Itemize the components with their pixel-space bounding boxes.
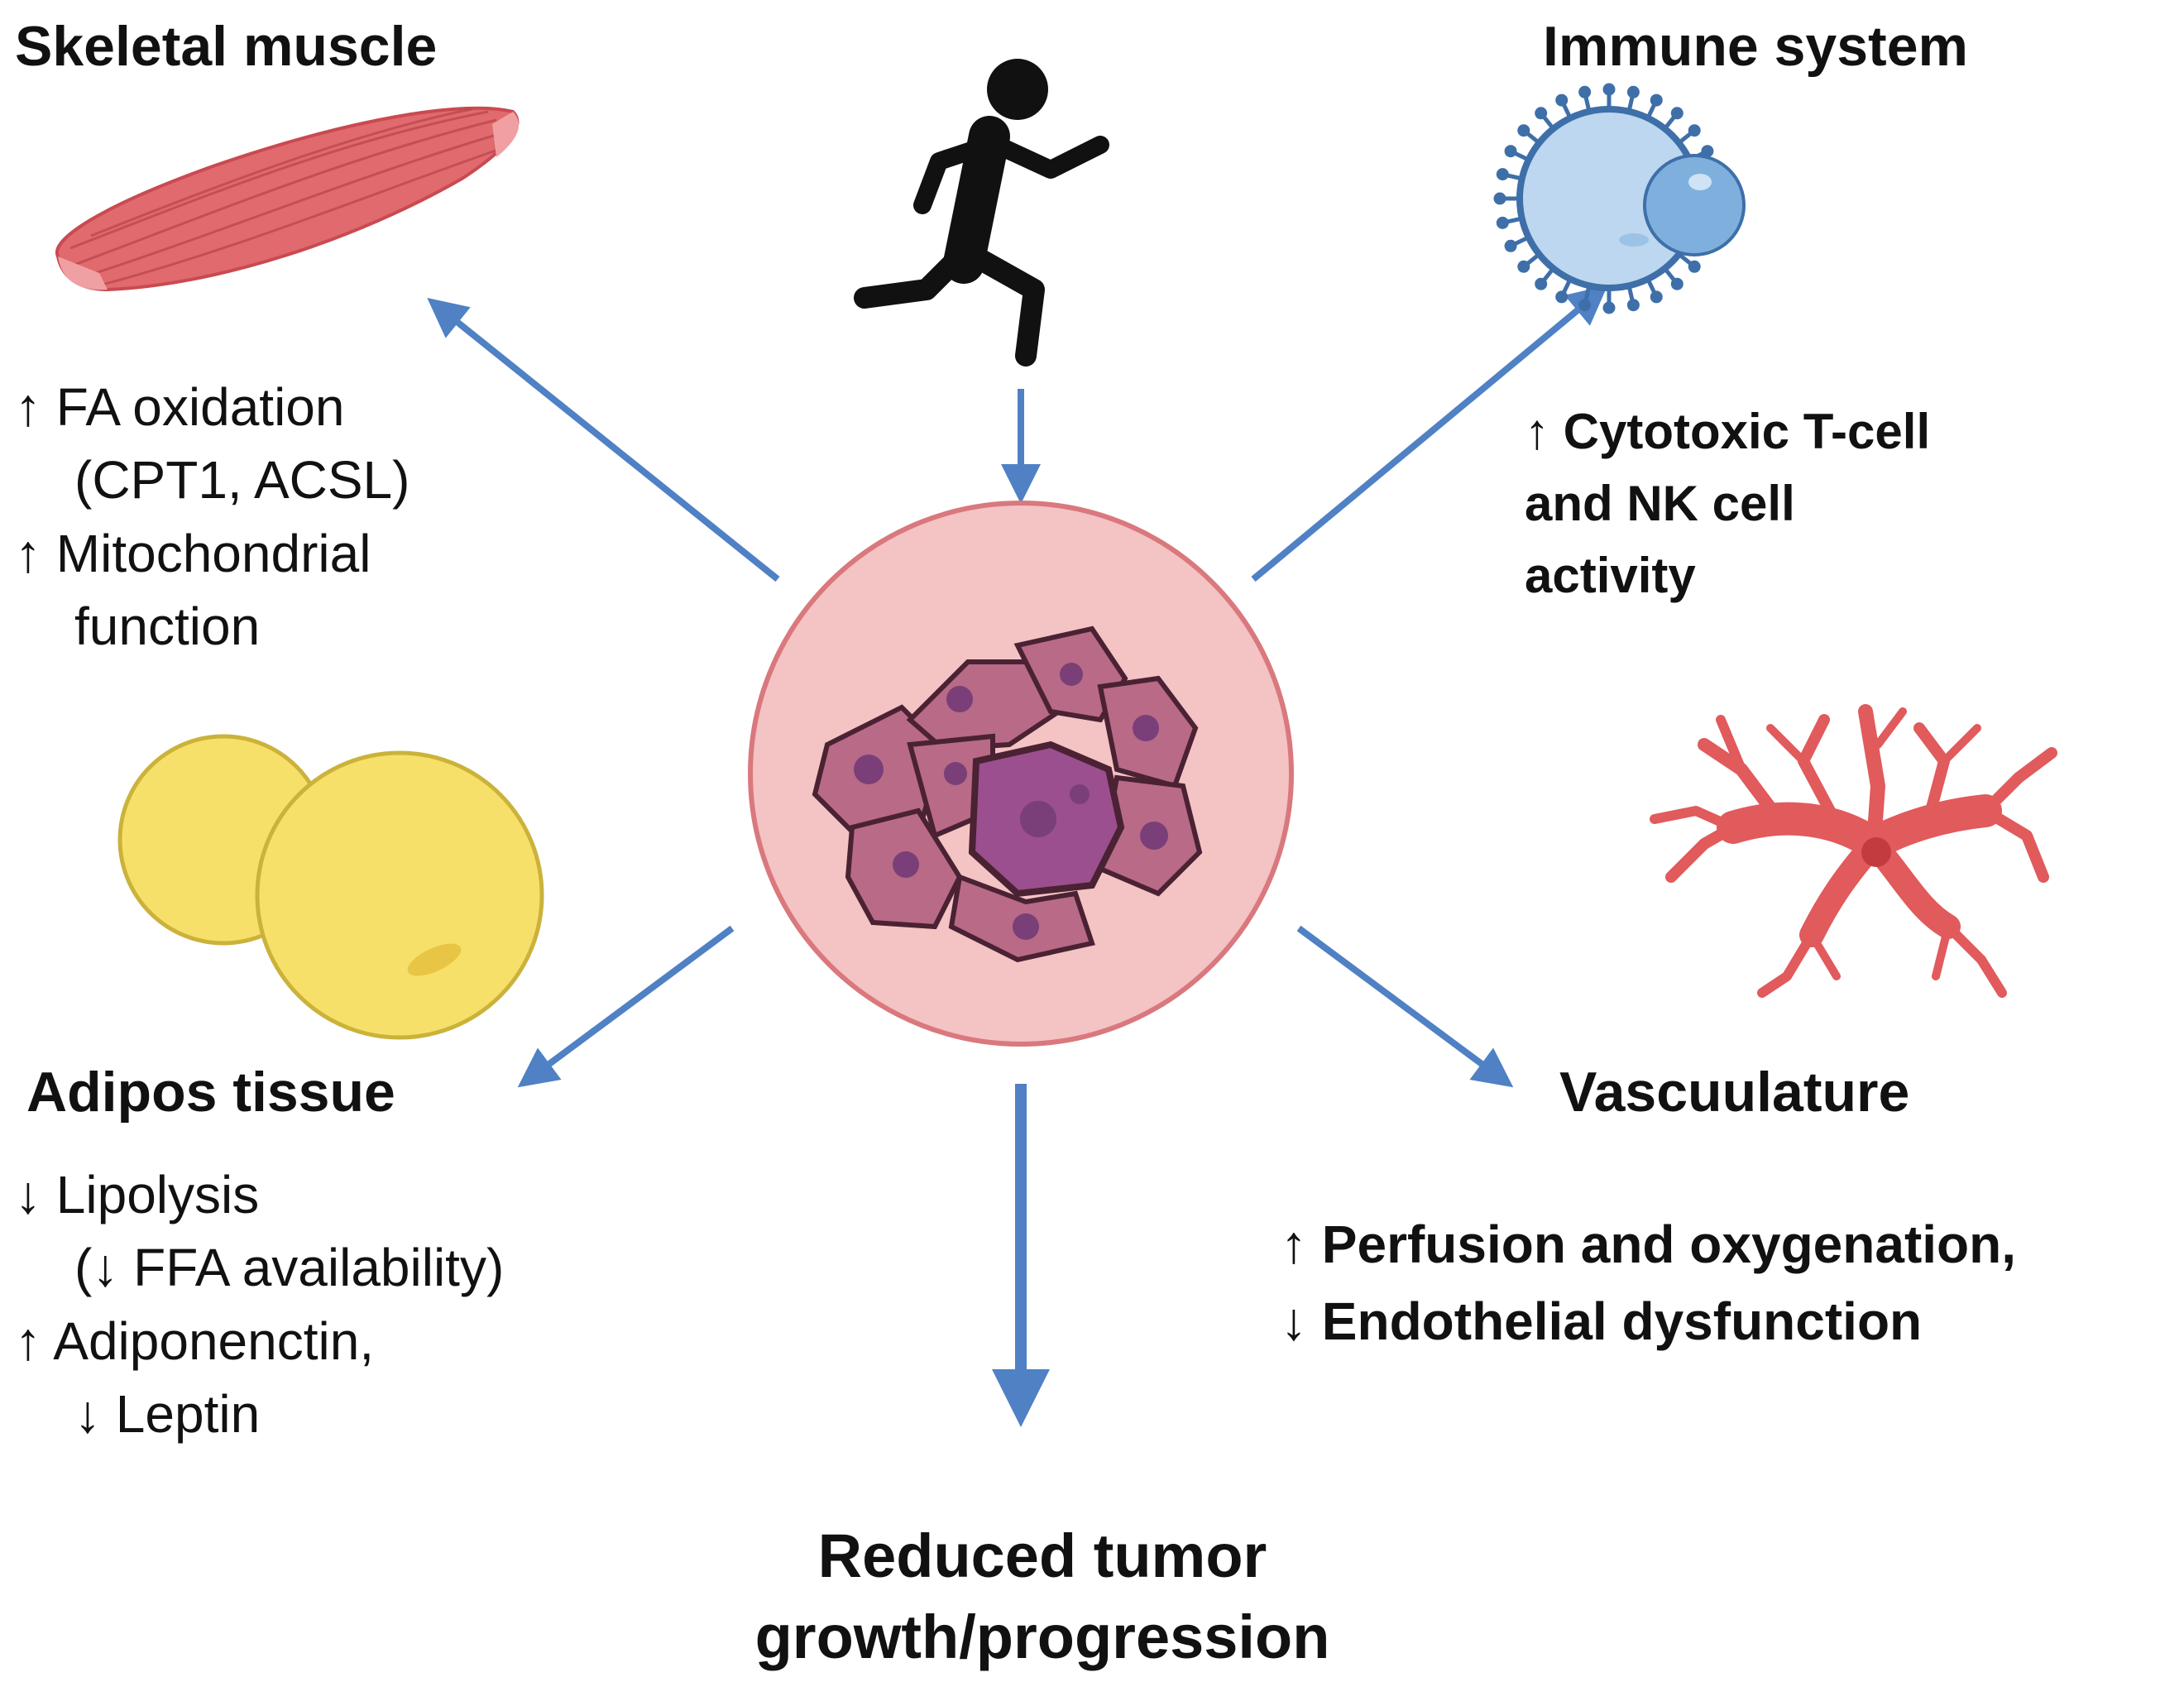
immune-cell-spike-tip [1517, 260, 1530, 273]
immune-cell-spike-tip [1496, 168, 1509, 181]
immune-cell-spike-tip [1626, 299, 1640, 312]
immune-system-title: Immune system [1543, 15, 1968, 78]
vasculature-line-1: ↑ Perfusion and oxygenation, [1281, 1215, 2016, 1274]
skeletal-muscle-line-2: (CPT1, ACSL) [74, 450, 410, 510]
immune-cell-spike-tip [1650, 93, 1663, 107]
immune-cell-spike-tip [1504, 239, 1517, 252]
tumor-cells-icon [748, 501, 1294, 1047]
immune-line-3: activity [1525, 548, 1696, 603]
immune-cell-spike-tip [1688, 260, 1701, 273]
adipose-line-2: (↓ FFA availability) [74, 1238, 505, 1298]
arrow-tumor-to-adipose [517, 925, 735, 1088]
immune-cell-spike-tip [1650, 290, 1663, 304]
adipose-tissue-title: Adipos tissue [26, 1061, 395, 1124]
immune-cell-icon [1493, 83, 1746, 314]
immune-cell-spike-tip [1493, 192, 1506, 205]
skeletal-muscle-effects: ↑ FA oxidation (CPT1, ACSL) ↑ Mitochondr… [15, 371, 410, 663]
immune-system-effects: ↑ Cytotoxic T-cell and NK cell activity [1525, 395, 1930, 611]
skeletal-muscle-line-4: function [74, 596, 261, 656]
running-person-icon [854, 59, 1109, 367]
vasculature-title: Vascuulature [1559, 1061, 1910, 1124]
outcome-line-2: growth/progression [754, 1602, 1330, 1671]
immune-cell-spike-tip [1602, 301, 1616, 314]
immune-cell-spike-tip [1626, 85, 1640, 98]
immune-cell-spike-tip [1535, 277, 1548, 290]
outcome-label: Reduced tumor growth/progression [0, 1516, 2085, 1677]
immune-cell-spike-tip [1701, 145, 1714, 158]
immune-cell-spike-tip [1670, 277, 1684, 290]
vasculature-effects: ↑ Perfusion and oxygenation, ↓ Endotheli… [1281, 1206, 2016, 1360]
adipose-line-1: ↓ Lipolysis [15, 1165, 260, 1224]
arrow-tumor-to-muscle [427, 297, 780, 582]
adipose-line-4: ↓ Leptin [74, 1383, 261, 1444]
vasculature-line-2: ↓ Endothelial dysfunction [1281, 1291, 1923, 1351]
immune-line-1: ↑ Cytotoxic T-cell [1525, 404, 1931, 459]
skeletal-muscle-title: Skeletal muscle [15, 15, 438, 78]
skeletal-muscle-icon [55, 106, 520, 292]
vessel-nucleus [1861, 837, 1891, 867]
immune-cell-spike-tip [1578, 85, 1592, 98]
immune-cell-spike-tip [1517, 124, 1530, 137]
arrow-tumor-to-vasculature [1296, 925, 1514, 1088]
immune-cell-spike-tip [1602, 83, 1616, 96]
immune-cell-spike-tip [1496, 216, 1509, 229]
outcome-line-1: Reduced tumor [817, 1521, 1267, 1590]
skeletal-muscle-line-1: ↑ FA oxidation [15, 377, 345, 437]
immune-cell-spike-tip [1555, 93, 1569, 107]
adipose-line-3: ↑ Adiponenctin, [15, 1311, 375, 1371]
blood-vessel-icon [1650, 704, 2057, 998]
immune-cell-spike-tip [1535, 107, 1548, 120]
immune-cell-spike-tip [1504, 145, 1517, 158]
arrow-tumor-to-immune [1251, 285, 1608, 582]
immune-line-2: and NK cell [1525, 476, 1795, 531]
adipose-tissue-effects: ↓ Lipolysis (↓ FFA availability) ↑ Adipo… [15, 1158, 504, 1450]
immune-cell-spike-tip [1578, 299, 1592, 312]
immune-cell-spike-tip [1555, 290, 1569, 304]
immune-cell-spike-tip [1688, 124, 1701, 137]
immune-cell-spike-tip [1670, 107, 1684, 120]
skeletal-muscle-line-3: ↑ Mitochondrial [15, 523, 371, 583]
adipocyte-icon [117, 734, 544, 1040]
